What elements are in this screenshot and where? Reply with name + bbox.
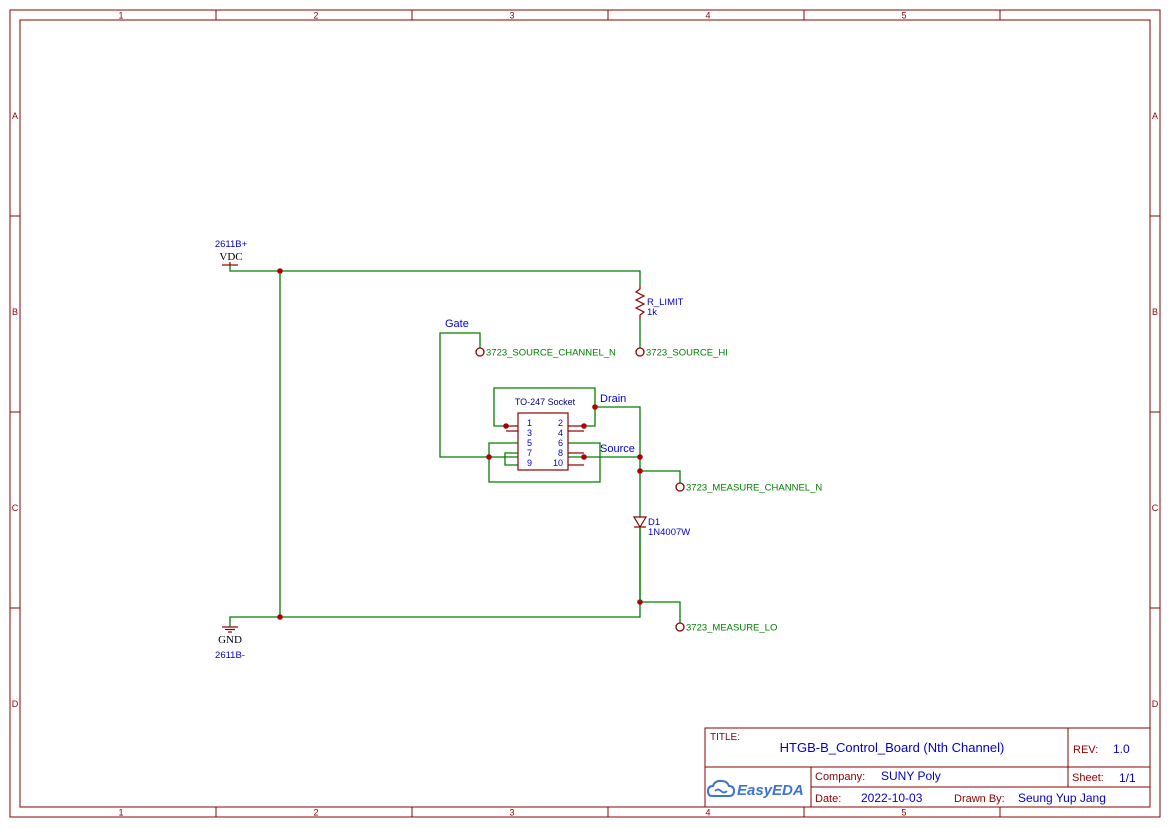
logo-wordmark: EasyEDA — [737, 782, 804, 799]
junction-dot — [637, 468, 643, 474]
wires — [229, 265, 681, 627]
vdc-power-symbol: 2611B+ VDC — [215, 239, 248, 266]
sheet-label: Sheet: — [1072, 772, 1104, 784]
junction-dot — [277, 268, 283, 274]
net-label-drain: Drain — [600, 393, 626, 405]
col-label-top: 4 — [705, 11, 710, 21]
diode-designator: D1 — [648, 517, 660, 528]
port-source-channel: 3723_SOURCE_CHANNEL_N — [475, 347, 616, 359]
date-value: 2022-10-03 — [861, 791, 923, 805]
resistor-r-limit: R_LIMIT 1k — [634, 285, 684, 319]
drawing-frame: 1 2 3 4 5 1 2 3 4 5 A B C D A B C D — [9, 9, 1161, 818]
col-label-top: 2 — [313, 11, 318, 21]
junction-dot — [592, 404, 598, 410]
title-label: TITLE: — [710, 732, 740, 743]
socket-pin: 3 — [527, 428, 532, 438]
port-label: 3723_SOURCE_CHANNEL_N — [486, 348, 616, 359]
row-label-right: C — [1152, 503, 1159, 513]
junction-dot — [486, 454, 492, 460]
row-label-left: C — [12, 503, 19, 513]
diode-value: 1N4007W — [648, 527, 690, 538]
gnd-name: GND — [218, 634, 242, 646]
col-label-bottom: 2 — [313, 808, 318, 818]
junction-dot — [581, 454, 587, 460]
col-label-bottom: 3 — [509, 808, 514, 818]
sheet-value: 1/1 — [1119, 771, 1136, 785]
socket-pin: 6 — [558, 438, 563, 448]
col-label-top: 3 — [509, 11, 514, 21]
schematic-title: HTGB-B_Control_Board (Nth Channel) — [780, 740, 1005, 755]
vdc-name: VDC — [219, 251, 242, 263]
col-label-bottom: 5 — [901, 808, 906, 818]
vdc-net-label: 2611B+ — [215, 239, 248, 250]
socket-pin: 10 — [553, 458, 563, 468]
port-source-hi: 3723_SOURCE_HI — [635, 347, 728, 359]
socket-pin: 8 — [558, 448, 563, 458]
socket-title: TO-247 Socket — [515, 397, 576, 407]
socket-pin: 7 — [527, 448, 532, 458]
resistor-designator: R_LIMIT — [647, 297, 684, 308]
drawn-by-label: Drawn By: — [954, 793, 1005, 805]
socket-pin: 1 — [527, 418, 532, 428]
row-label-right: A — [1152, 111, 1158, 121]
net-label-source: Source — [600, 443, 635, 455]
rev-value: 1.0 — [1113, 742, 1130, 756]
junction-dot — [637, 454, 643, 460]
resistor-value: 1k — [647, 307, 657, 318]
port-label: 3723_MEASURE_LO — [686, 623, 777, 634]
socket-pin: 4 — [558, 428, 563, 438]
company-value: SUNY Poly — [881, 769, 941, 783]
company-label: Company: — [815, 771, 865, 783]
gnd-power-symbol: GND 2611B- — [215, 626, 245, 661]
date-label: Date: — [815, 793, 841, 805]
cloud-icon — [706, 779, 736, 797]
socket-pin: 9 — [527, 458, 532, 468]
port-measure-channel: 3723_MEASURE_CHANNEL_N — [675, 482, 822, 494]
title-block: TITLE: HTGB-B_Control_Board (Nth Channel… — [704, 727, 1151, 808]
rev-label: REV: — [1073, 744, 1098, 756]
net-label-gate: Gate — [445, 318, 469, 330]
drawn-by-value: Seung Yup Jang — [1018, 791, 1106, 805]
port-label: 3723_MEASURE_CHANNEL_N — [686, 483, 822, 494]
port-measure-lo: 3723_MEASURE_LO — [675, 622, 777, 634]
gnd-net-label: 2611B- — [215, 650, 245, 661]
col-label-top: 5 — [901, 11, 906, 21]
row-label-left: D — [12, 699, 19, 709]
socket-pin: 2 — [558, 418, 563, 428]
easyeda-logo: EasyEDA — [706, 779, 804, 799]
row-label-right: D — [1152, 699, 1159, 709]
row-label-left: B — [12, 307, 18, 317]
row-label-left: A — [12, 111, 18, 121]
row-label-right: B — [1152, 307, 1158, 317]
diode-d1: D1 1N4007W — [632, 516, 690, 602]
col-label-bottom: 1 — [118, 808, 123, 818]
port-label: 3723_SOURCE_HI — [646, 348, 728, 359]
col-label-top: 1 — [118, 11, 123, 21]
socket-pin: 5 — [527, 438, 532, 448]
col-label-bottom: 4 — [705, 808, 710, 818]
junction-dot — [277, 614, 283, 620]
to247-socket: TO-247 Socket 1 3 5 7 9 2 4 6 8 10 — [506, 397, 584, 471]
